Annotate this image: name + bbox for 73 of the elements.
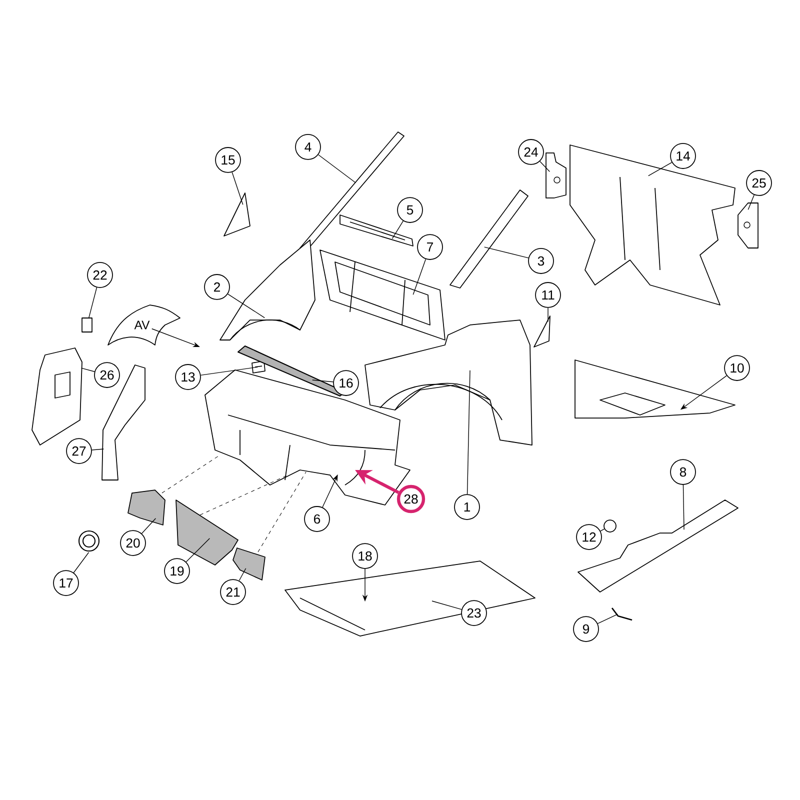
- callout-number: 11: [535, 282, 561, 308]
- leader-line: [318, 154, 356, 184]
- callout-number: 25: [746, 170, 772, 196]
- callout-number: 16: [333, 370, 359, 396]
- callout-number: 6: [304, 506, 330, 532]
- corner-trim: [534, 316, 550, 348]
- clip-part: [82, 318, 92, 332]
- leader-line: [186, 538, 210, 562]
- callout-number: 7: [417, 234, 443, 260]
- callout-number: 17: [53, 570, 79, 596]
- callout-number: 13: [175, 364, 201, 390]
- callout-number: 5: [397, 197, 423, 223]
- callout-number: 14: [670, 143, 696, 169]
- leader-line: [484, 246, 529, 258]
- callout-number: 1: [454, 494, 480, 520]
- callout-number: 8: [670, 459, 696, 485]
- leader-line: [73, 552, 90, 573]
- underbody-tray: [284, 560, 536, 636]
- leader-line: [648, 162, 672, 176]
- leader-line: [466, 370, 470, 494]
- leader-line: [238, 568, 246, 581]
- leader-line: [412, 258, 426, 295]
- leader-line: [228, 294, 265, 318]
- callout-number: 23: [461, 600, 487, 626]
- callout-number: 22: [87, 262, 113, 288]
- callout-number: 28: [396, 484, 426, 514]
- hook-part: [611, 608, 632, 621]
- leader-line: [392, 220, 404, 239]
- clip-part: [604, 520, 616, 532]
- callout-number: 20: [120, 530, 146, 556]
- callout-number: 10: [724, 355, 750, 381]
- bracket-plate: [738, 202, 758, 248]
- leader-line: [200, 366, 258, 376]
- leader-line: [81, 368, 95, 372]
- callout-number: 27: [66, 438, 92, 464]
- direction-banner: AV: [108, 304, 180, 346]
- ring-part: [78, 530, 100, 552]
- guide-line: [258, 472, 306, 552]
- callout-number: 15: [215, 147, 241, 173]
- insulation-panel: [32, 348, 82, 446]
- radiator-frame: [320, 250, 446, 340]
- callout-number: 21: [220, 579, 246, 605]
- bracket-plate: [546, 152, 566, 198]
- callout-number: 19: [164, 558, 190, 584]
- callout-number: 4: [295, 134, 321, 160]
- leader-line: [597, 614, 618, 624]
- callout-number: 9: [573, 616, 599, 642]
- leader-line: [88, 287, 98, 318]
- corner-trim: [224, 192, 250, 236]
- callout-number: 18: [352, 543, 378, 569]
- skid-panel: [578, 500, 738, 592]
- leader-line: [682, 484, 684, 530]
- fender: [220, 240, 316, 340]
- leader-line: [600, 528, 605, 532]
- grille-mesh: [232, 548, 266, 580]
- callout-number: 3: [528, 248, 554, 274]
- leader-line: [92, 448, 104, 450]
- grille-mesh: [176, 500, 238, 566]
- leader-line: [312, 380, 334, 382]
- leader-line: [232, 172, 244, 205]
- callout-number: 24: [518, 139, 544, 165]
- pillar-strip: [450, 190, 528, 288]
- leader-line: [141, 518, 156, 534]
- bulkhead-panel: [570, 144, 736, 306]
- leader-line: [432, 600, 462, 610]
- leader-line: [540, 161, 550, 172]
- callout-number: 26: [94, 362, 120, 388]
- grille-mesh: [128, 490, 166, 526]
- leader-line: [748, 194, 754, 210]
- guide-line: [200, 474, 288, 516]
- callout-number: 2: [204, 274, 230, 300]
- guide-line: [162, 454, 220, 494]
- callout-number: 12: [576, 524, 602, 550]
